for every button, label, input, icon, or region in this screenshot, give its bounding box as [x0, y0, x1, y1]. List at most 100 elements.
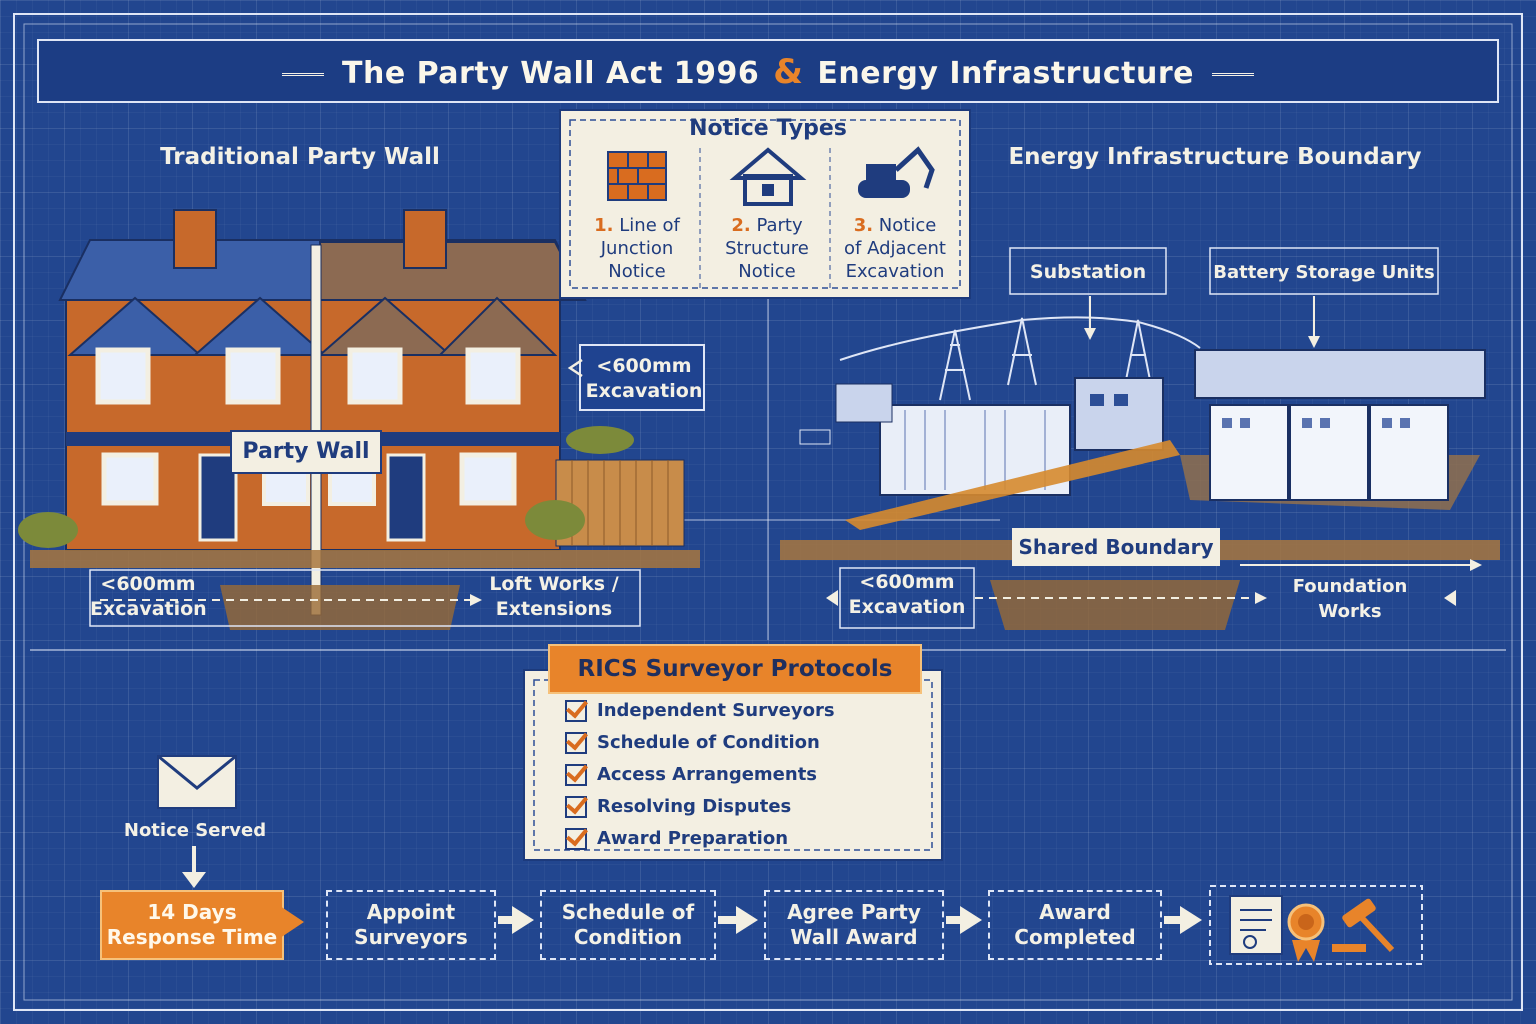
brick-wall-icon [607, 151, 667, 201]
envelope-icon [157, 754, 237, 809]
house-icon [729, 147, 807, 206]
rics-item-label: Resolving Disputes [597, 796, 792, 817]
ground-left [30, 550, 700, 568]
excavation-label: Excavation [585, 380, 703, 402]
rics-item-label: Award Preparation [597, 828, 789, 849]
shared-boundary-sign: Shared Boundary [1012, 528, 1220, 566]
notice-type-line: Structure [725, 238, 809, 259]
step-arrow-stem [1164, 916, 1182, 924]
rics-title-banner: RICS Surveyor Protocols [548, 644, 922, 694]
checkbox-icon [565, 828, 587, 850]
page-title: The Party Wall Act 1996&Energy Infrastru… [0, 52, 1536, 92]
left-dimension-frame [89, 569, 641, 627]
excavation-label: Excavation [848, 596, 966, 618]
foundation-works-label: Foundation Works [1292, 576, 1408, 622]
title-right: Energy Infrastructure [817, 56, 1194, 91]
notice-type-2: 2. Party Structure Notice [704, 214, 830, 283]
section-title-right: Energy Infrastructure Boundary [1008, 144, 1422, 170]
title-left: The Party Wall Act 1996 [342, 56, 760, 91]
notice-type-number: 2. [731, 215, 751, 236]
excavation-callout-frame [579, 344, 705, 411]
step-line: Wall Award [790, 925, 918, 949]
title-rule-left [282, 73, 325, 76]
title-rule-right [1211, 73, 1254, 76]
excavation-depth: <600mm [100, 573, 196, 595]
notice-type-line: Notice [878, 215, 937, 236]
notice-type-line: Excavation [845, 261, 945, 282]
excavation-pit [220, 585, 460, 630]
step-line: Completed [1014, 925, 1136, 949]
step-line: Response Time [106, 925, 278, 949]
notice-type-line: of Adjacent [844, 238, 946, 259]
battery-storage-label: Battery Storage Units [1213, 262, 1435, 283]
rics-card [523, 669, 943, 861]
notice-type-1: 1. Line of Junction Notice [574, 214, 700, 283]
title-banner [37, 39, 1499, 103]
notice-type-number: 1. [594, 215, 614, 236]
checkbox-icon [565, 796, 587, 818]
inner-frame [23, 23, 1513, 1001]
gavel-icon [1332, 898, 1395, 953]
loft-works-label: Loft Works / Extensions [484, 572, 624, 622]
title-ampersand: & [773, 52, 804, 92]
down-arrow [182, 872, 206, 888]
excavation-pit-right [990, 580, 1240, 630]
step-arrow-stem [718, 916, 738, 924]
step-arrow [1180, 906, 1202, 934]
rics-item: Resolving Disputes [565, 796, 791, 818]
checkbox-icon [565, 764, 587, 786]
notice-type-3: 3. Notice of Adjacent Excavation [832, 214, 958, 283]
pylons [839, 316, 1201, 401]
substation-label: Substation [1029, 261, 1147, 283]
terraced-houses [58, 209, 587, 616]
loft-line: Extensions [495, 598, 613, 620]
rosette-icon [1287, 903, 1325, 962]
loft-line: Loft Works / [489, 573, 619, 595]
notice-type-line: Line of [619, 215, 680, 236]
substation-equipment [799, 377, 1164, 496]
rics-item: Award Preparation [565, 828, 788, 850]
step-line: Appoint [366, 900, 456, 924]
excavation-depth: <600mm [859, 571, 955, 593]
excavation-label: Excavation [90, 598, 207, 620]
boundary-wall [845, 440, 1180, 530]
step-arrow-stem [946, 916, 962, 924]
rics-item-label: Independent Surveyors [597, 700, 835, 721]
party-wall-sign: Party Wall [230, 430, 382, 474]
step-arrow [280, 906, 304, 938]
step-arrow [960, 906, 982, 934]
section-title-left: Traditional Party Wall [160, 144, 440, 170]
step-line: Condition [573, 925, 683, 949]
notice-type-line: Junction [600, 238, 674, 259]
rics-item-label: Schedule of Condition [597, 732, 820, 753]
notice-type-line: Party [756, 215, 803, 236]
step-arrow [736, 906, 758, 934]
rics-item: Access Arrangements [565, 764, 817, 786]
step-line: Agree Party [787, 900, 921, 924]
award-icons-frame [1209, 885, 1423, 965]
notice-type-line: Notice [738, 261, 796, 282]
step-line: 14 Days [147, 900, 237, 924]
outer-frame [13, 13, 1523, 1011]
battery-label-frame [1209, 247, 1439, 295]
excavation-right-label: <600mm Excavation [842, 570, 972, 620]
excavation-bottom-label: <600mm Excavation [90, 572, 207, 622]
rics-item-label: Access Arrangements [597, 764, 818, 785]
step-arrow-stem [498, 916, 514, 924]
step-arrow [512, 906, 534, 934]
battery-units [1194, 349, 1486, 501]
checkbox-icon [565, 732, 587, 754]
shrubs [18, 426, 634, 548]
certificate-icon [1229, 895, 1283, 955]
substation-label-frame [1009, 247, 1167, 295]
excavator-icon [858, 146, 935, 198]
notice-served-label: Notice Served [123, 820, 267, 841]
step-line: Surveyors [354, 925, 468, 949]
rics-item: Schedule of Condition [565, 732, 820, 754]
rics-item: Independent Surveyors [565, 700, 835, 722]
